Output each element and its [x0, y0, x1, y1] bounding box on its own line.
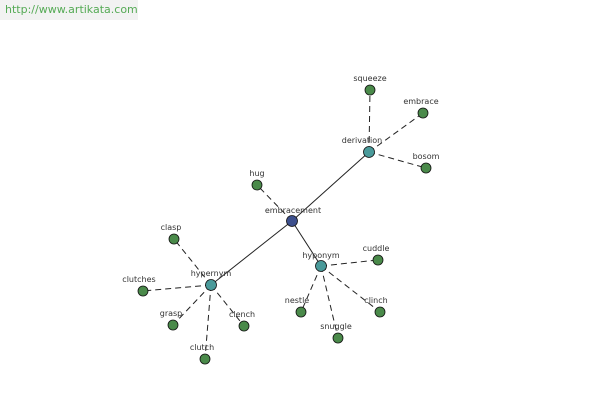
node-hypernym[interactable] — [205, 279, 217, 291]
node-label-clinch: clinch — [364, 296, 387, 305]
node-label-clutch: clutch — [190, 343, 214, 352]
edge-hyponym-cuddle — [320, 259, 379, 267]
node-cuddle[interactable] — [372, 254, 384, 266]
edge-hypernym-clasp — [173, 238, 212, 286]
edge-hypernym-grasp — [172, 284, 212, 326]
edge-embracement-derivation — [291, 151, 370, 222]
nodes-layer — [137, 84, 432, 365]
node-label-grasp: grasp — [160, 309, 183, 318]
node-label-embracement: embracement — [265, 206, 321, 215]
node-label-nestle: nestle — [285, 296, 310, 305]
node-grasp[interactable] — [167, 319, 179, 331]
node-label-bosom: bosom — [413, 152, 440, 161]
edge-embracement-hypernym — [210, 220, 293, 286]
edge-embracement-hyponym — [291, 220, 322, 267]
node-clinch[interactable] — [374, 306, 386, 318]
node-squeeze[interactable] — [364, 84, 376, 96]
node-clutch[interactable] — [199, 353, 211, 365]
edges-layer — [142, 89, 427, 360]
node-label-hyponym: hyponym — [302, 251, 340, 260]
node-label-derivation: derivation — [342, 136, 382, 145]
edge-hyponym-clinch — [320, 265, 381, 313]
node-clasp[interactable] — [168, 233, 180, 245]
node-snuggle[interactable] — [332, 332, 344, 344]
edge-hypernym-clutches — [142, 284, 212, 292]
node-label-embrace: embrace — [403, 97, 438, 106]
node-clench[interactable] — [238, 320, 250, 332]
node-hug[interactable] — [251, 179, 263, 191]
node-derivation[interactable] — [363, 146, 375, 158]
edge-hyponym-snuggle — [320, 265, 339, 339]
node-label-hug: hug — [249, 169, 264, 178]
labels-layer: embracement derivation hypernym hyponym sque… — [122, 74, 439, 352]
edge-hypernym-clench — [210, 284, 245, 327]
node-hyponym[interactable] — [315, 260, 327, 272]
node-label-clutches: clutches — [122, 275, 155, 284]
edge-derivation-embrace — [368, 112, 424, 153]
edge-hyponym-nestle — [300, 265, 322, 313]
node-embrace[interactable] — [417, 107, 429, 119]
node-clutches[interactable] — [137, 285, 149, 297]
node-label-hypernym: hypernym — [191, 269, 232, 278]
node-bosom[interactable] — [420, 162, 432, 174]
node-nestle[interactable] — [295, 306, 307, 318]
watermark-url: http://www.artikata.com — [0, 0, 138, 20]
node-label-squeeze: squeeze — [353, 74, 386, 83]
edge-derivation-squeeze — [368, 89, 371, 153]
node-label-snuggle: snuggle — [320, 322, 352, 331]
node-label-cuddle: cuddle — [363, 244, 390, 253]
node-label-clench: clench — [229, 310, 255, 319]
node-embracement[interactable] — [286, 215, 298, 227]
edge-hypernym-clutch — [204, 284, 212, 360]
edge-embracement-hug — [256, 184, 293, 222]
node-label-clasp: clasp — [161, 223, 182, 232]
